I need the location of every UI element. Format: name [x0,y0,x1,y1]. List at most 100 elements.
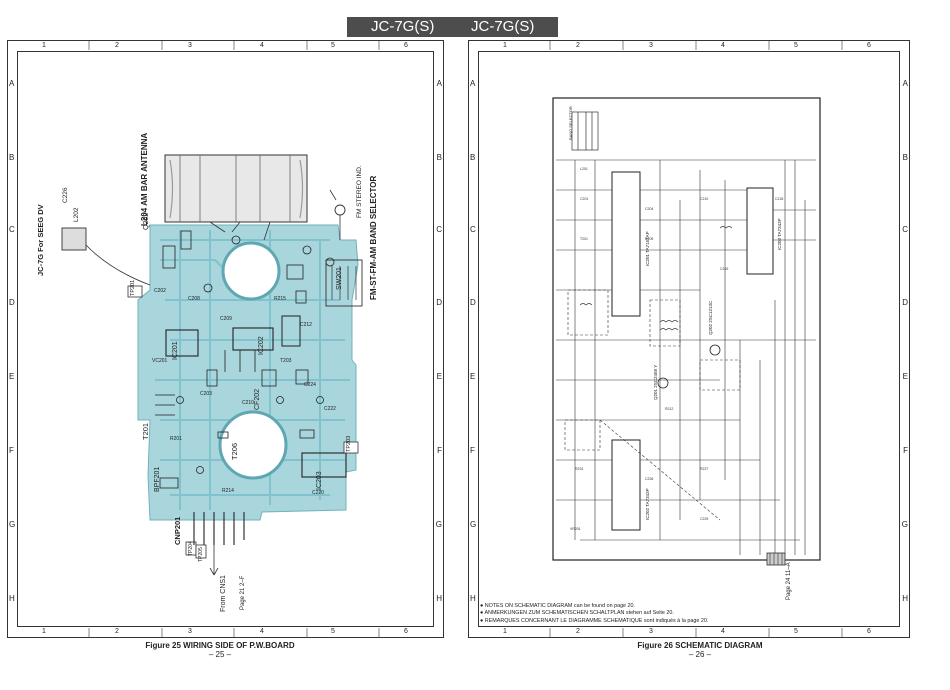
left-model-title: JC-7G(S) [371,18,435,35]
svg-text:R201: R201 [170,436,182,442]
right-row-b-right: B [902,153,908,162]
right-row-e: E [470,372,476,381]
model-header: JC-7G(S) JC-7G(S) [347,17,558,37]
right-page-ref: Page 24 11–A [786,562,792,600]
left-col-3-bottom: 3 [188,628,192,635]
left-col-5-bottom: 5 [331,628,335,635]
right-row-g-right: G [901,520,908,529]
left-row-f: F [9,446,14,455]
left-col-4: 4 [260,42,264,49]
left-row-h: H [9,594,15,603]
left-row-a: A [9,79,15,88]
right-row-a: A [470,79,476,88]
svg-text:L201: L201 [580,167,588,171]
right-row-f: F [470,446,475,455]
right-col-2-bottom: 2 [576,628,580,635]
svg-text:C210: C210 [242,400,254,406]
ic201-schematic-label: IC201 TA7157AP [645,231,650,266]
right-row-b: B [470,153,476,162]
left-panel: 1 2 3 4 5 6 1 2 3 4 5 6 A B C D E F G H … [7,40,444,638]
left-row-c: C [9,225,15,234]
note-german: ● ANMERKUNGEN ZUM SCHEMATISCHEN SCHALTPL… [480,610,674,617]
left-inner-frame [17,51,434,627]
right-row-d: D [470,298,476,307]
left-col-2: 2 [115,42,119,49]
right-row-c-right: C [902,225,908,234]
svg-text:R214: R214 [222,488,234,494]
ic202-schematic-label: IC202 TA7343P [645,488,650,520]
svg-text:C229: C229 [700,517,708,521]
svg-text:C202: C202 [154,288,166,294]
svg-text:R215: R215 [274,296,286,302]
svg-text:C208: C208 [188,296,200,302]
left-col-6-bottom: 6 [404,628,408,635]
svg-text:C222: C222 [324,406,336,412]
right-col-1: 1 [503,42,507,49]
left-page-number: – 25 – [208,650,232,659]
left-row-b-right: B [436,153,442,162]
svg-text:C210: C210 [700,197,708,201]
left-row-a-right: A [436,79,442,88]
right-col-6: 6 [867,42,871,49]
svg-text:R227: R227 [700,467,708,471]
left-row-e: E [9,372,15,381]
svg-text:VR201: VR201 [570,527,581,531]
left-row-g-right: G [435,520,442,529]
svg-text:VC201: VC201 [152,358,168,364]
right-col-3-bottom: 3 [649,628,653,635]
note-english: ● NOTES ON SCHEMATIC DIAGRAM can be foun… [480,603,636,609]
right-col-5: 5 [794,42,798,49]
right-inner-frame [478,51,900,627]
svg-text:C201: C201 [580,197,588,201]
right-col-1-bottom: 1 [503,628,507,635]
q202-schematic-label: Q202 2SC1213C [708,300,713,335]
left-row-g: G [9,520,16,529]
left-col-5: 5 [331,42,335,49]
note-french: ● REMARQUES CONCERNANT LE DIAGRAMME SCHE… [480,617,709,624]
right-col-4-bottom: 4 [721,628,725,635]
svg-text:R205: R205 [645,237,653,241]
right-panel: 1 2 3 4 5 6 1 2 3 4 5 6 A B C D E F G H … [468,40,910,638]
svg-text:C212: C212 [300,322,312,328]
right-page-number: – 26 – [688,650,712,659]
left-row-f-right: F [437,446,442,455]
right-row-c: C [470,225,476,234]
svg-text:T201: T201 [580,237,588,241]
right-row-h: H [470,594,476,603]
schematic-notes: ● NOTES ON SCHEMATIC DIAGRAM can be foun… [480,603,708,625]
right-row-d-right: D [902,298,908,307]
svg-text:C218: C218 [775,197,783,201]
right-row-a-right: A [902,79,908,88]
right-col-3: 3 [649,42,653,49]
left-row-e-right: E [436,372,442,381]
right-col-6-bottom: 6 [867,628,871,635]
left-row-d: D [9,298,15,307]
left-figure-caption: Figure 25 WIRING SIDE OF P.W.BOARD [145,641,295,650]
right-col-4: 4 [721,42,725,49]
svg-text:C226: C226 [645,477,653,481]
left-row-d-right: D [436,298,442,307]
right-model-title: JC-7G(S) [471,18,535,35]
svg-text:C224: C224 [304,382,316,388]
left-col-2-bottom: 2 [115,628,119,635]
right-col-2: 2 [576,42,580,49]
right-row-h-right: H [902,594,908,603]
band-selector-schematic-label: BAND SELECTOR [568,106,573,140]
svg-text:R212: R212 [665,407,673,411]
svg-text:C209: C209 [220,316,232,322]
left-row-h-right: H [436,594,442,603]
left-col-3: 3 [188,42,192,49]
right-row-e-right: E [902,372,908,381]
left-row-b: B [9,153,15,162]
left-col-6: 6 [404,42,408,49]
svg-text:C204: C204 [645,207,653,211]
left-col-1-bottom: 1 [42,628,46,635]
svg-text:T203: T203 [280,358,292,364]
right-col-5-bottom: 5 [794,628,798,635]
left-col-1: 1 [42,42,46,49]
right-row-g: G [470,520,477,529]
left-col-4-bottom: 4 [260,628,264,635]
svg-text:C215: C215 [720,267,728,271]
svg-text:R224: R224 [575,467,583,471]
